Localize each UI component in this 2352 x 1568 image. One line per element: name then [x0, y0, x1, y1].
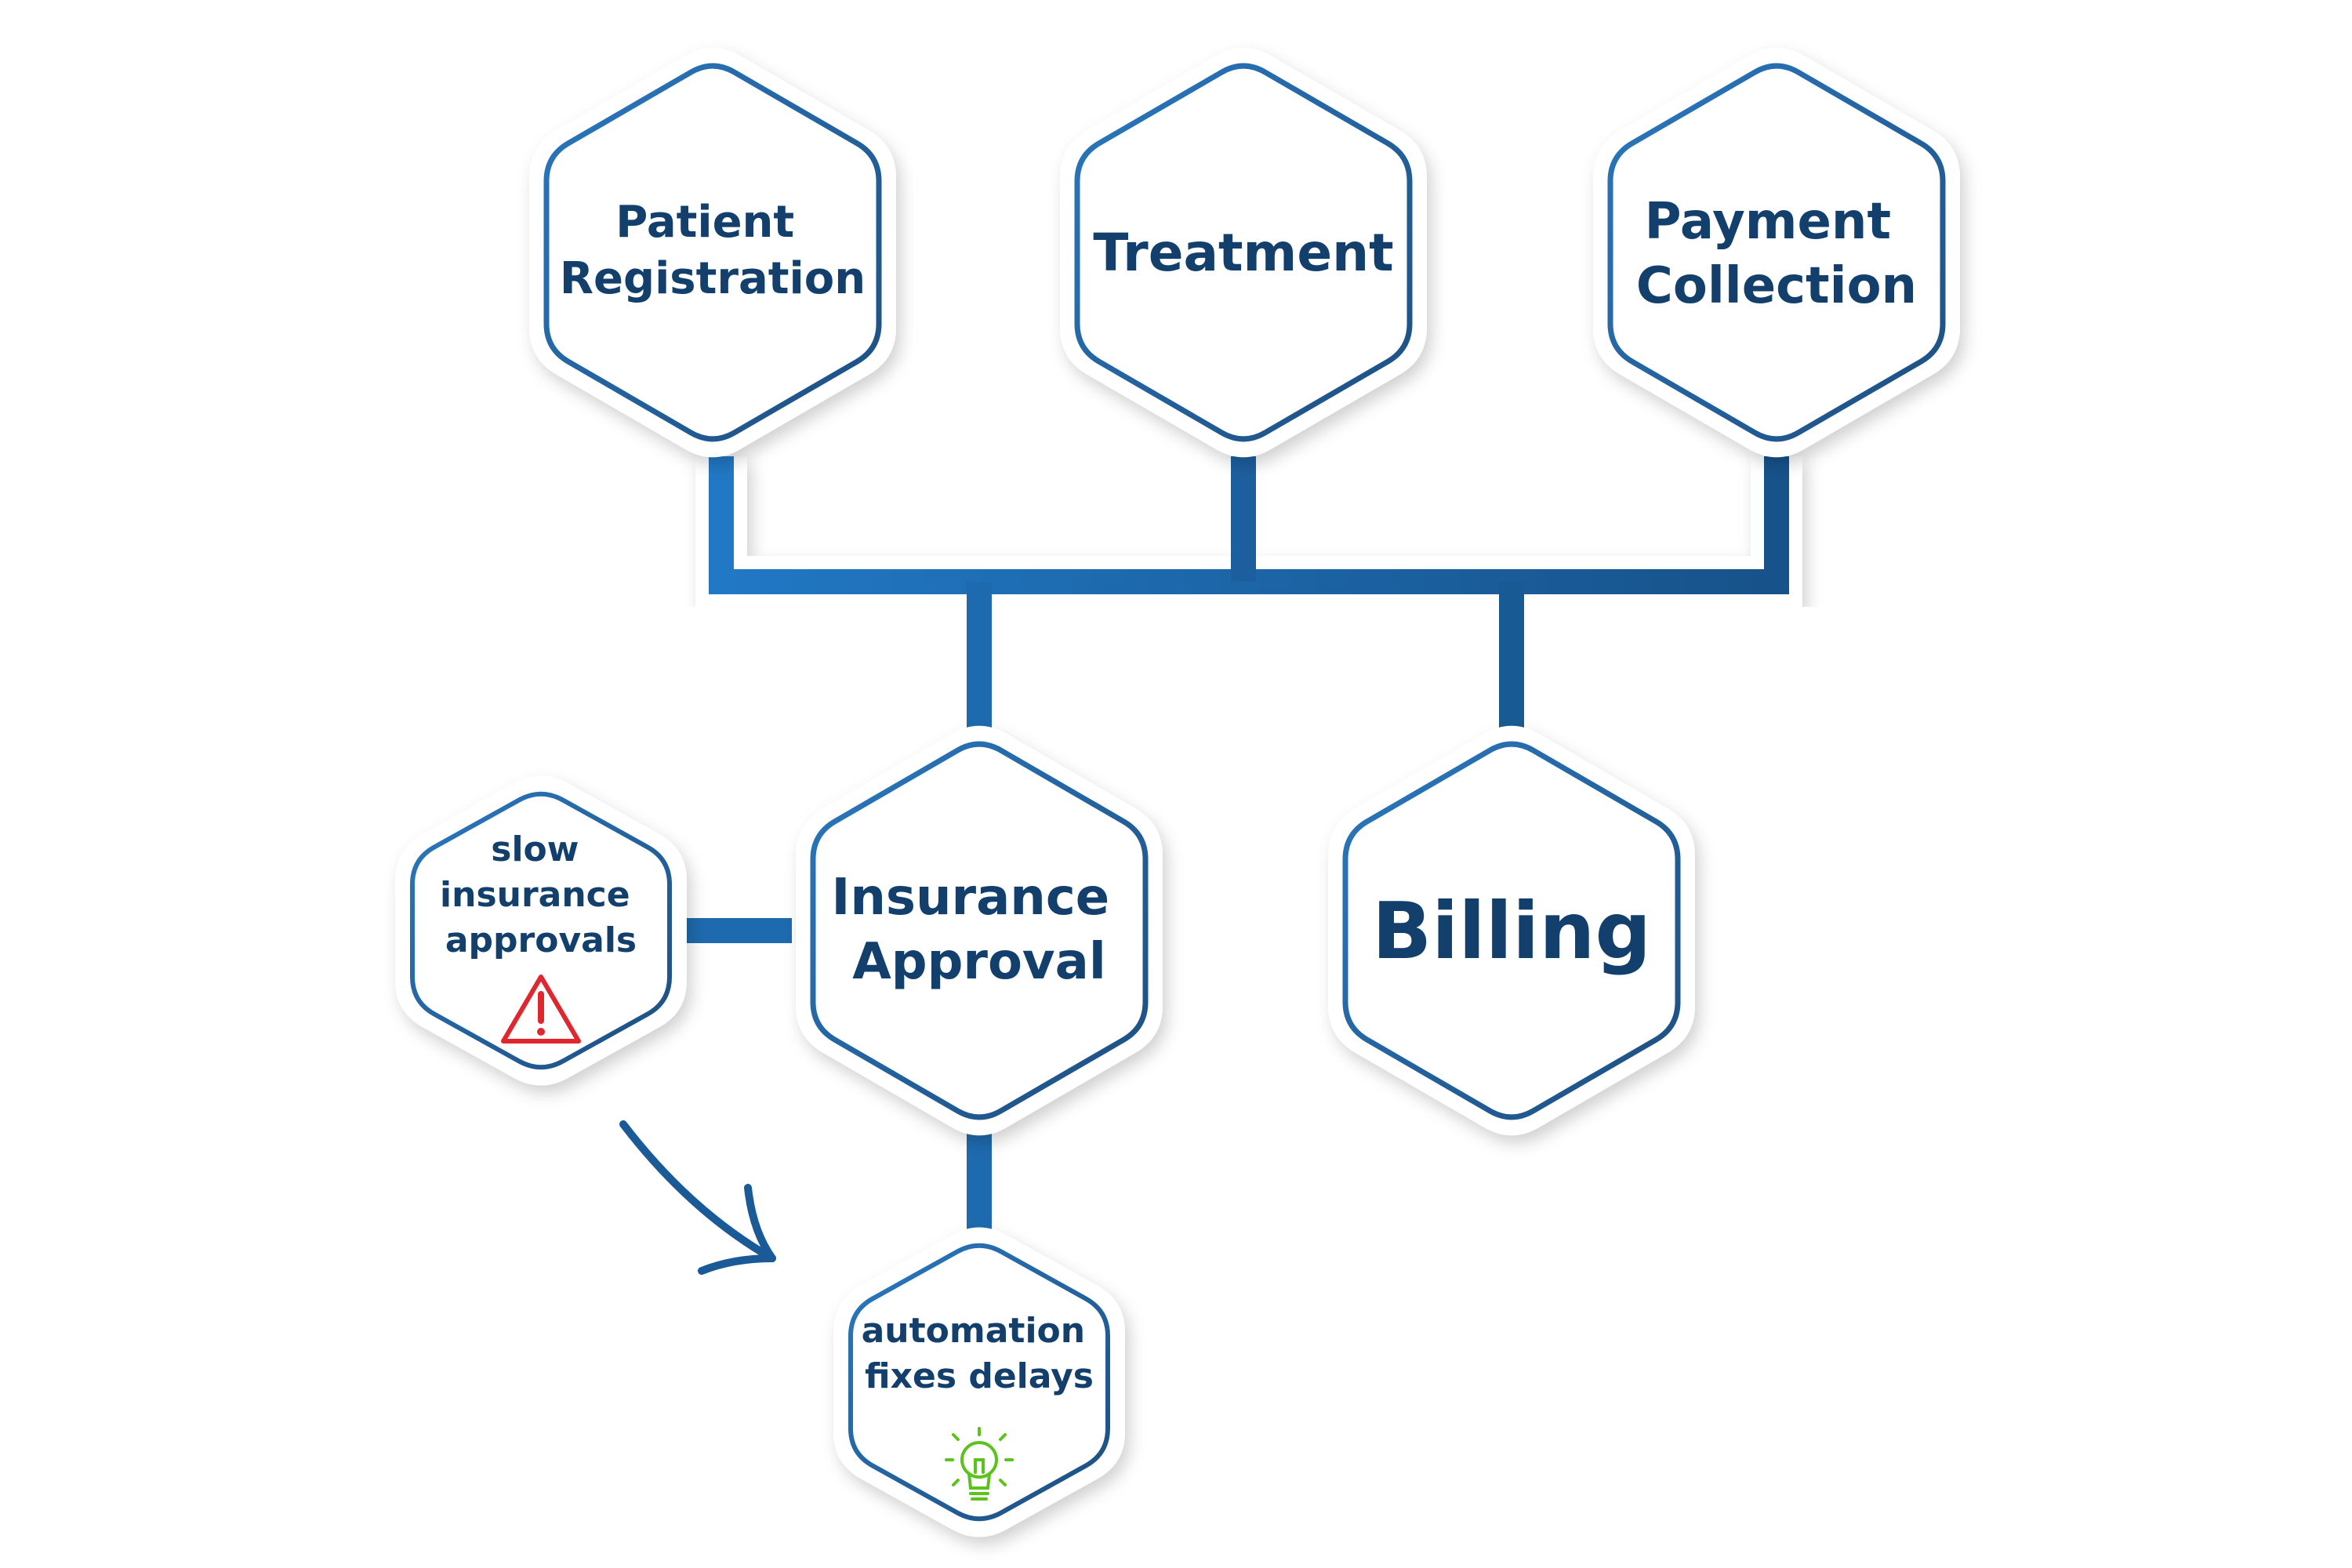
hex-border [848, 1243, 1110, 1522]
curved-arrow-icon [619, 1120, 776, 1275]
hex-border [810, 741, 1149, 1120]
treatment-label: Treatment [1093, 223, 1393, 283]
automation-fix-label: automation fixes delays [862, 1311, 1098, 1396]
hex-treatment [1060, 47, 1427, 458]
slow-insurance-label: slow insurance approvals [440, 829, 642, 960]
hex-payment-collection [1593, 47, 1960, 458]
lightbulb-icon [945, 1427, 1014, 1501]
connector-lines [674, 456, 1802, 1247]
hex-border [543, 63, 882, 442]
billing-label: Billing [1372, 885, 1651, 977]
hex-insurance-approval [796, 725, 1163, 1136]
hex-billing [1328, 725, 1695, 1136]
insurance-approval-label: Insurance Approval [832, 869, 1127, 991]
warning-triangle-icon [501, 975, 581, 1044]
hex-border [1074, 63, 1413, 442]
hex-border [410, 791, 672, 1070]
hex-slow-insurance-approvals [395, 775, 687, 1086]
hex-border [1607, 63, 1946, 442]
hex-border [1342, 741, 1681, 1120]
payment-collection-label: Payment Collection [1636, 193, 1917, 315]
hex-automation-fixes-delays [833, 1227, 1125, 1537]
patient-registration-label: Patient Registration [560, 197, 866, 304]
hex-patient-registration [529, 47, 896, 458]
